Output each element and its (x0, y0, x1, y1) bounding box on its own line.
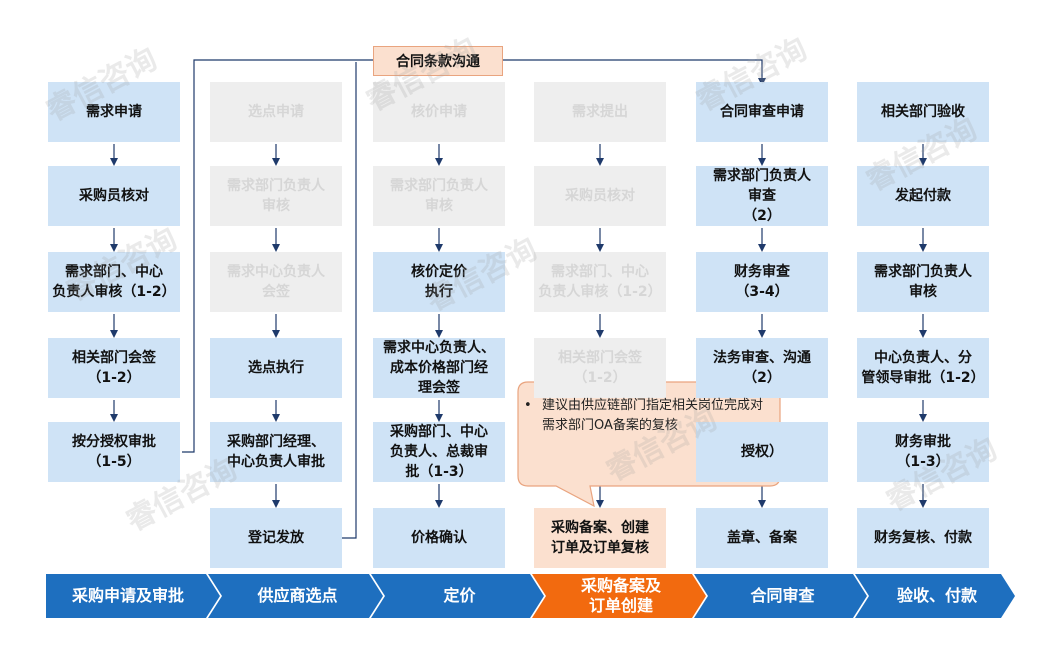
step-box-c6-s3: 需求部门负责人 审核 (857, 252, 989, 312)
phase-label-1: 采购申请及审批 (71, 586, 184, 605)
step-box-c1-s5: 按分授权审批 （1-5） (48, 422, 180, 482)
step-box-c5-s6: 盖章、备案 (696, 508, 828, 568)
connector-line-sourcing (182, 59, 373, 453)
step-box-c4-s1: 需求提出 (534, 82, 666, 142)
step-box-c2-s6: 登记发放 (210, 508, 342, 568)
step-box-c4-s3: 需求部门、中心 负责人审核（1-2） (534, 252, 666, 312)
step-box-c6-s1: 相关部门验收 (857, 82, 989, 142)
step-box-c2-s5: 采购部门经理、 中心负责人审批 (210, 422, 342, 482)
step-box-c3-s1: 核价申请 (373, 82, 505, 142)
step-box-c2-s4: 选点执行 (210, 338, 342, 398)
step-box-c6-s4: 中心负责人、分 管领导审批（1-2） (857, 338, 989, 398)
step-box-c2-s2: 需求部门负责人 审核 (210, 166, 342, 226)
phase-label-2: 供应商选点 (257, 586, 338, 605)
phase-label-4: 采购备案及 订单创建 (580, 576, 661, 615)
step-box-c3-s6: 价格确认 (373, 508, 505, 568)
phase-label-5: 合同审查 (750, 586, 815, 605)
step-box-c5-s5: 授权） (696, 422, 828, 482)
step-box-c6-s6: 财务复核、付款 (857, 508, 989, 568)
step-box-c6-s2: 发起付款 (857, 166, 989, 226)
phase-chevron-3 (371, 574, 544, 618)
bullet-icon: • (524, 398, 532, 413)
step-box-c3-s2: 需求部门负责人 审核 (373, 166, 505, 226)
step-box-c2-s3: 需求中心负责人 会签 (210, 252, 342, 312)
phase-chevron-4 (532, 574, 706, 618)
step-box-c4-s5: 采购备案、创建 订单及订单复核 (534, 508, 666, 568)
step-box-c1-s2: 采购员核对 (48, 166, 180, 226)
step-box-c1-s3: 需求部门、中心 负责人审核（1-2） (48, 252, 180, 312)
step-box-c3-s5: 采购部门、中心 负责人、总裁审 批（1-3） (373, 422, 505, 482)
step-box-c2-s1: 选点申请 (210, 82, 342, 142)
step-box-c5-s2: 需求部门负责人 审查 （2） (696, 166, 828, 226)
contract-terms-box: 合同条款沟通 (373, 46, 503, 76)
phase-label-6: 验收、付款 (896, 586, 977, 605)
step-box-c5-s3: 财务审查 （3-4） (696, 252, 828, 312)
step-box-c1-s4: 相关部门会签 （1-2） (48, 338, 180, 398)
phase-chevron-6 (855, 574, 1015, 618)
step-box-c3-s3: 核价定价 执行 (373, 252, 505, 312)
step-box-c4-s2: 采购员核对 (534, 166, 666, 226)
phase-label-3: 定价 (443, 586, 476, 605)
callout-note: • 建议由供应链部门指定相关岗位完成对需求部门OA备案的复核 (524, 396, 774, 436)
phase-chevron-5 (694, 574, 867, 618)
connector-line-contract (503, 59, 766, 86)
callout-text: 建议由供应链部门指定相关岗位完成对需求部门OA备案的复核 (542, 398, 764, 433)
step-box-c6-s5: 财务审批 （1-3） (857, 422, 989, 482)
step-box-c4-s4: 相关部门会签 （1-2） (534, 338, 666, 398)
step-box-c5-s1: 合同审查申请 (696, 82, 828, 142)
step-box-c1-s1: 需求申请 (48, 82, 180, 142)
step-box-c5-s4: 法务审查、沟通 （2） (696, 338, 828, 398)
phase-chevron-1 (46, 574, 220, 618)
step-box-c3-s4: 需求中心负责人、 成本价格部门经 理会签 (373, 338, 505, 398)
phase-chevron-2 (208, 574, 383, 618)
connector-line-return (342, 62, 357, 539)
